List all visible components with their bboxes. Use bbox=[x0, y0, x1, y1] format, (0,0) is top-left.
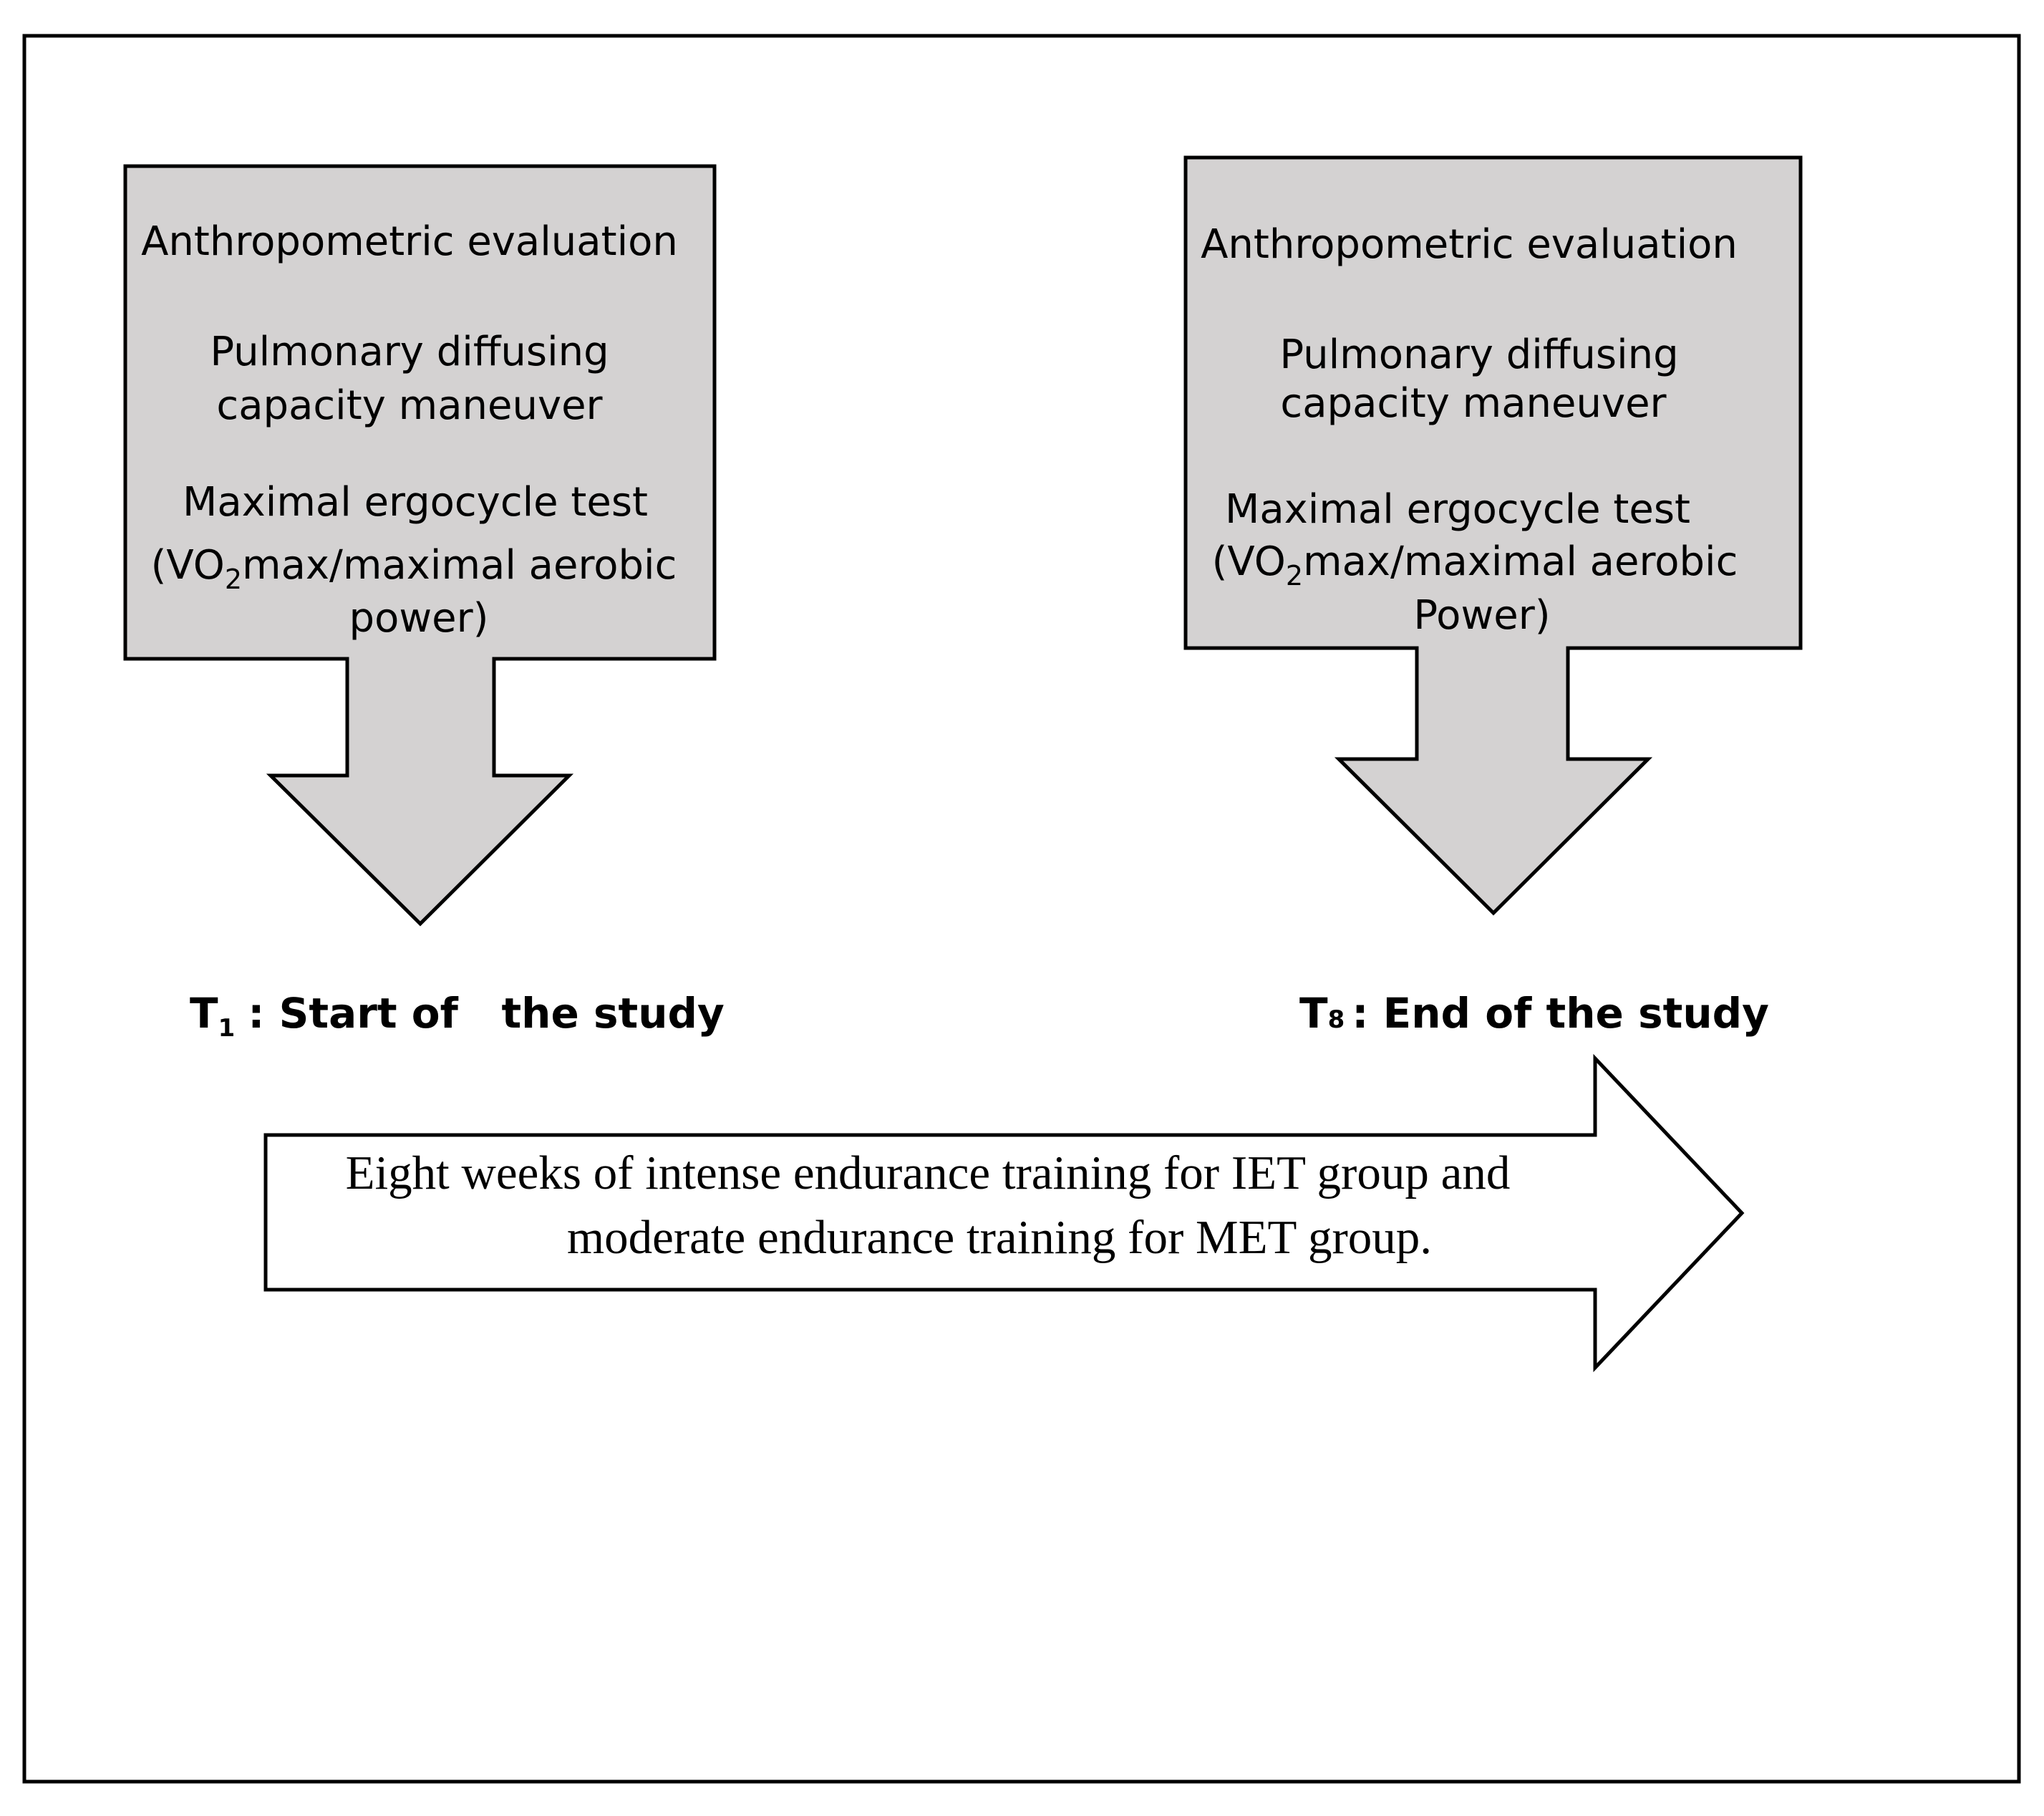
anthropometric-evaluation-label: Anthropometric evaluation bbox=[1201, 221, 1738, 268]
training-description-line1: Eight weeks of intense endurance trainin… bbox=[346, 1146, 1511, 1199]
capacity-maneuver-label: capacity maneuver bbox=[1280, 380, 1667, 427]
vo2max-aerobic-label: (VO2max/maximal aerobic bbox=[151, 542, 677, 595]
end-timepoint-label: T8: End of the study bbox=[1299, 989, 1769, 1038]
training-arrow-shape bbox=[263, 1053, 1745, 1373]
vo2max-aerobic-label: (VO2max/maximal aerobic bbox=[1212, 538, 1738, 591]
training-period-arrow: Eight weeks of intense endurance trainin… bbox=[263, 1053, 1745, 1373]
capacity-maneuver-label: capacity maneuver bbox=[216, 382, 603, 429]
pulmonary-diffusing-label: Pulmonary diffusing bbox=[1279, 332, 1678, 378]
start-assessment-group: Anthropometric evaluation Pulmonary diff… bbox=[123, 164, 717, 927]
start-assessment-box-arrow bbox=[123, 164, 717, 927]
end-assessment-box-arrow bbox=[1183, 155, 1803, 916]
training-description-line2: moderate endurance training for MET grou… bbox=[567, 1211, 1432, 1264]
power-label: Power) bbox=[1413, 592, 1550, 639]
power-label: power) bbox=[349, 595, 489, 642]
start-timepoint-label: T1: Start of the study bbox=[190, 989, 725, 1043]
end-assessment-group: Anthropometric evaluation Pulmonary diff… bbox=[1183, 155, 1803, 916]
pulmonary-diffusing-label: Pulmonary diffusing bbox=[210, 329, 609, 375]
maximal-ergocycle-test-label: Maximal ergocycle test bbox=[1225, 486, 1690, 533]
maximal-ergocycle-test-label: Maximal ergocycle test bbox=[183, 479, 648, 526]
anthropometric-evaluation-label: Anthropometric evaluation bbox=[141, 218, 678, 265]
